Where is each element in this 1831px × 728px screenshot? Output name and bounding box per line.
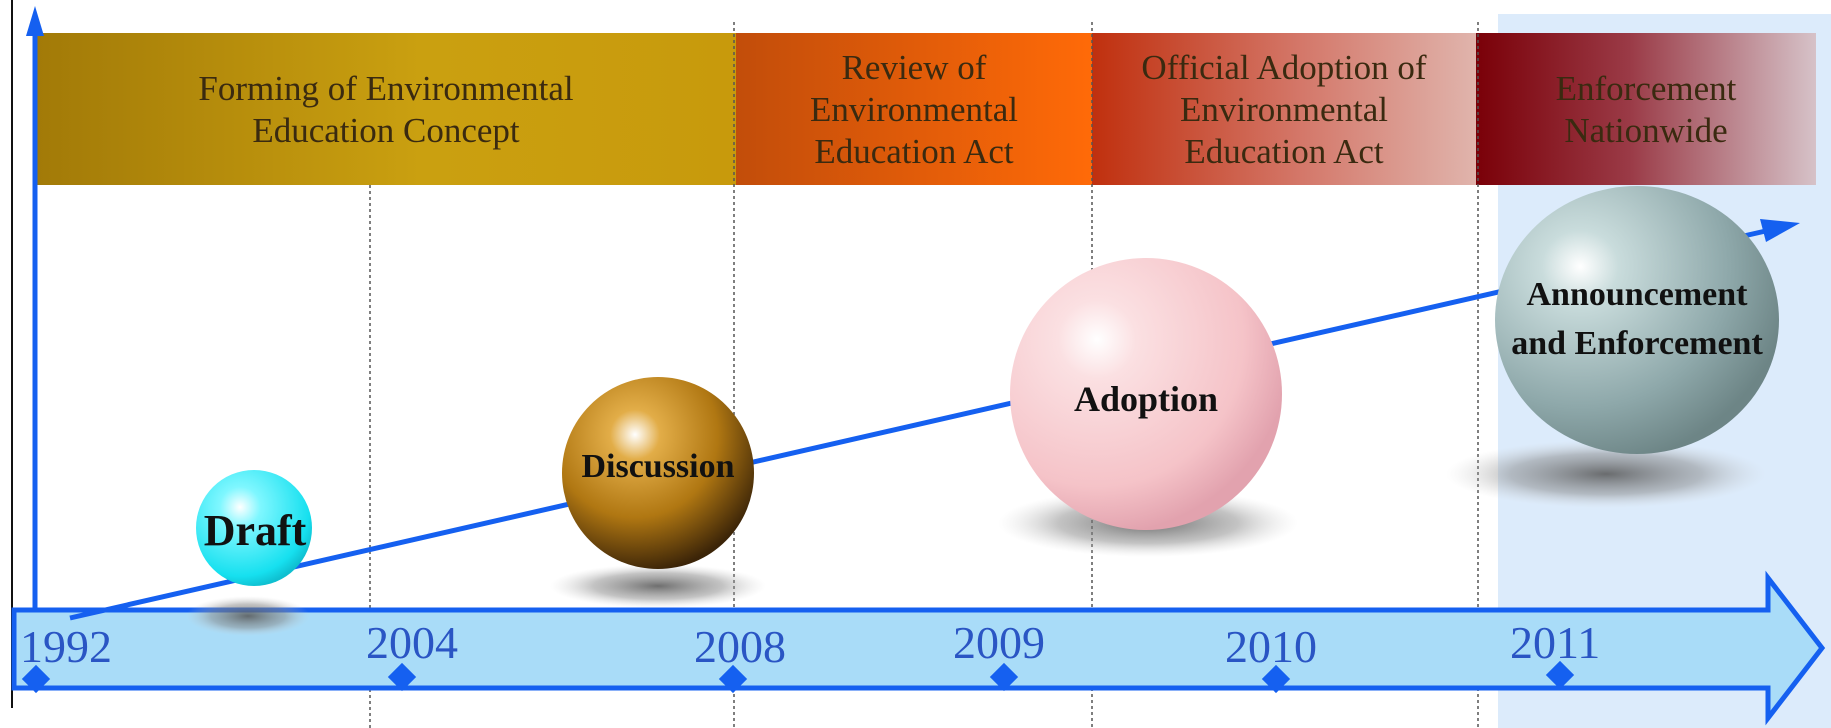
year-marker-2004 (387, 662, 417, 692)
adoption-sphere (1010, 258, 1282, 530)
phase-band-3 (1092, 33, 1476, 185)
year-label-2008: 2008 (694, 621, 786, 672)
year-label-2010: 2010 (1225, 621, 1317, 672)
stage-label-announcement: Announcement and Enforcement (1511, 276, 1763, 363)
stage-label-draft: Draft (203, 506, 307, 555)
vertical-axis-arrowhead (26, 6, 44, 36)
year-marker-2009 (989, 662, 1019, 692)
year-marker-2011 (1545, 660, 1575, 690)
phase-band-2 (736, 33, 1092, 185)
phase-label-adoption: Official Adoption of Environmental Educa… (1141, 48, 1427, 171)
trend-line-arrowhead (1760, 219, 1800, 242)
timeline-arrow (11, 570, 1826, 726)
stage-label-adoption: Adoption (1073, 379, 1219, 419)
phase-band-4 (1476, 33, 1816, 185)
sphere-shadow (550, 564, 766, 608)
year-marker-1992 (21, 664, 51, 694)
year-label-2009: 2009 (953, 617, 1045, 668)
phase-label-review: Review of Environmental Education Act (809, 48, 1018, 171)
year-label-2011: 2011 (1510, 617, 1601, 668)
sphere-shadow (186, 596, 310, 636)
year-marker-2008 (718, 664, 748, 694)
sphere-shadow (1446, 440, 1766, 508)
year-label-1992: 1992 (20, 621, 112, 672)
stage-label-discussion: Discussion (581, 448, 735, 485)
year-marker-2010 (1261, 664, 1291, 694)
phase-label-forming: Forming of Environmental Education Conce… (198, 69, 574, 150)
draft-sphere (196, 470, 312, 586)
phase-band-1 (36, 33, 736, 185)
phase-label-enforcement: Enforcement Nationwide (1555, 69, 1737, 150)
discussion-sphere (562, 377, 754, 569)
announcement-sphere (1495, 186, 1779, 454)
year-label-2004: 2004 (366, 617, 458, 668)
trend-line (69, 227, 1771, 621)
